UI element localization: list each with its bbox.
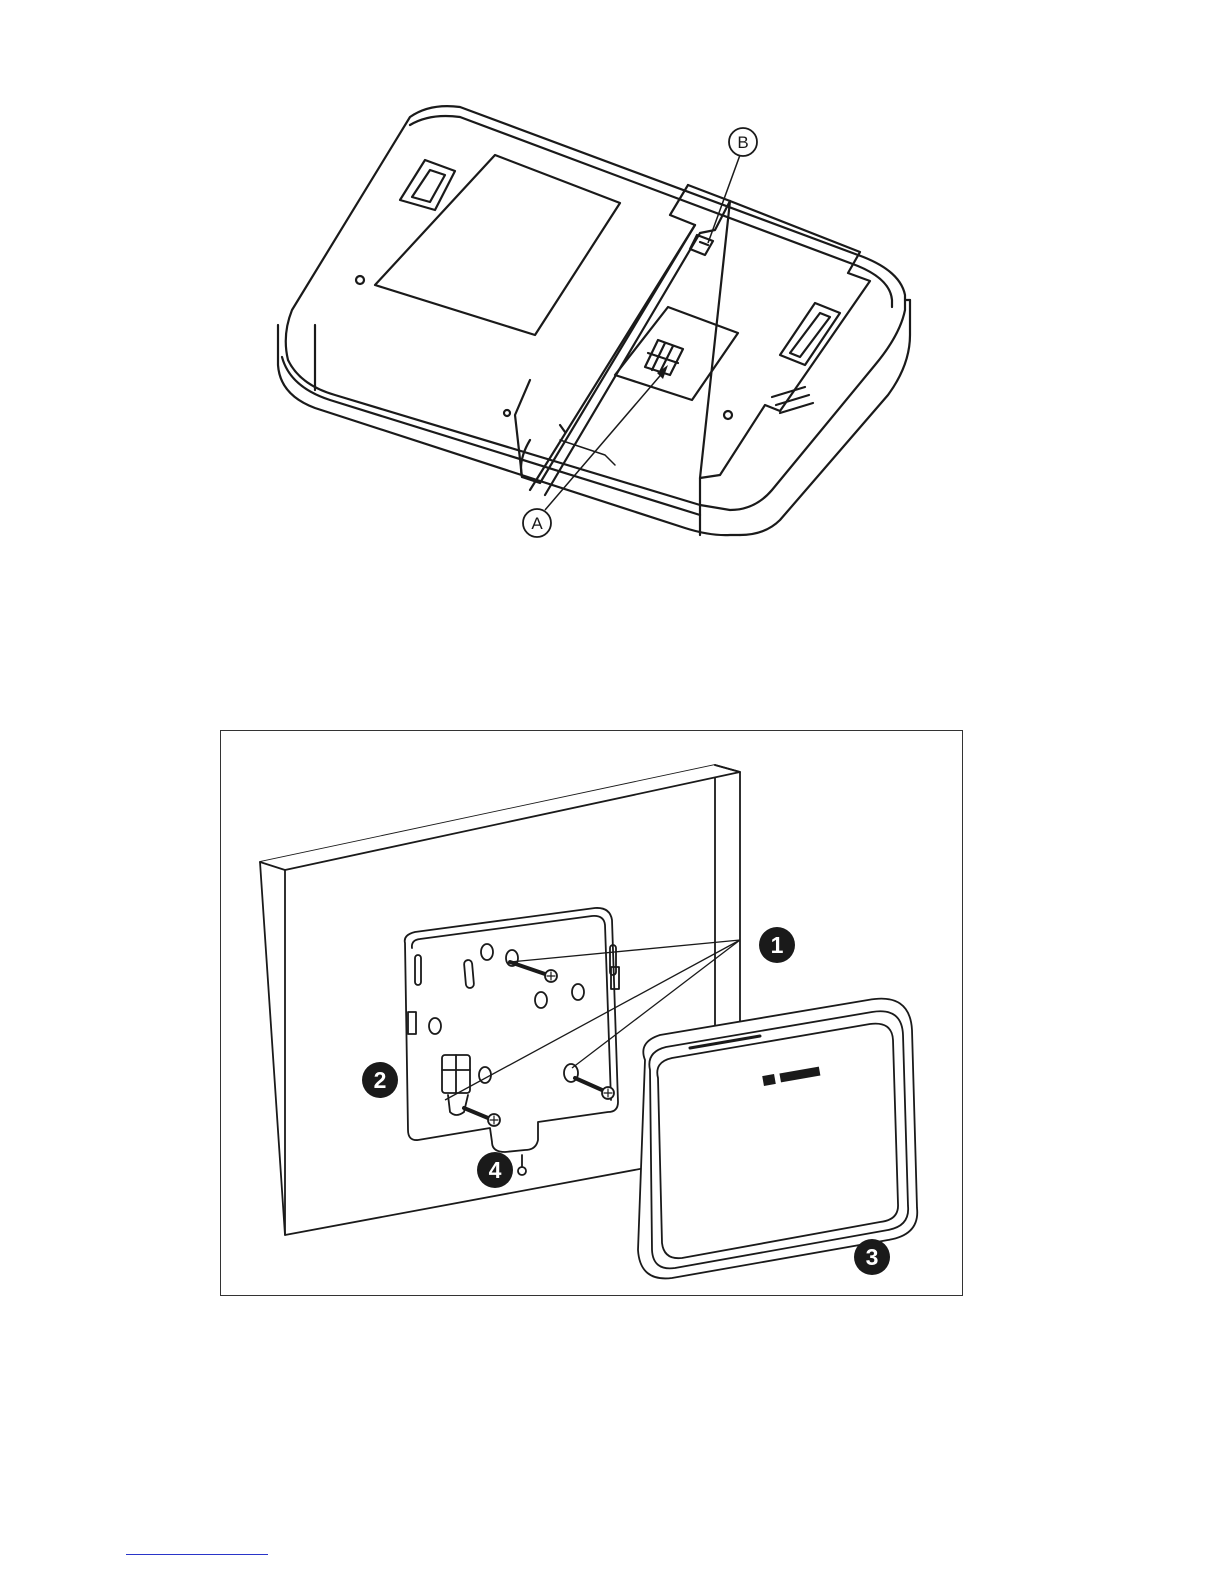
wall-mount-diagram: 1 2 3 4: [220, 730, 965, 1298]
callout-4-label: 4: [489, 1157, 502, 1183]
callout-a-label: A: [531, 514, 543, 533]
footer-rule: [126, 1554, 268, 1555]
brand-logo: [762, 1074, 776, 1086]
callout-3-label: 3: [866, 1244, 879, 1270]
callout-2-label: 2: [374, 1067, 387, 1093]
leader-line-b: [708, 155, 740, 243]
callout-4: 4: [477, 1152, 513, 1188]
callout-3: 3: [854, 1239, 890, 1275]
right-clip: [780, 303, 840, 365]
wall-mount-drawing: 1 2 3 4: [220, 730, 963, 1296]
left-clip: [400, 160, 455, 210]
mounting-bracket: [405, 908, 618, 1152]
device-rear-diagram: A B: [260, 95, 920, 555]
device-rear-drawing: A B: [260, 95, 920, 555]
callout-a: A: [523, 509, 551, 537]
callout-b: B: [729, 128, 757, 156]
callout-2: 2: [362, 1062, 398, 1098]
callout-1-label: 1: [771, 932, 784, 958]
callout-1: 1: [759, 927, 795, 963]
callout-b-label: B: [737, 133, 748, 152]
